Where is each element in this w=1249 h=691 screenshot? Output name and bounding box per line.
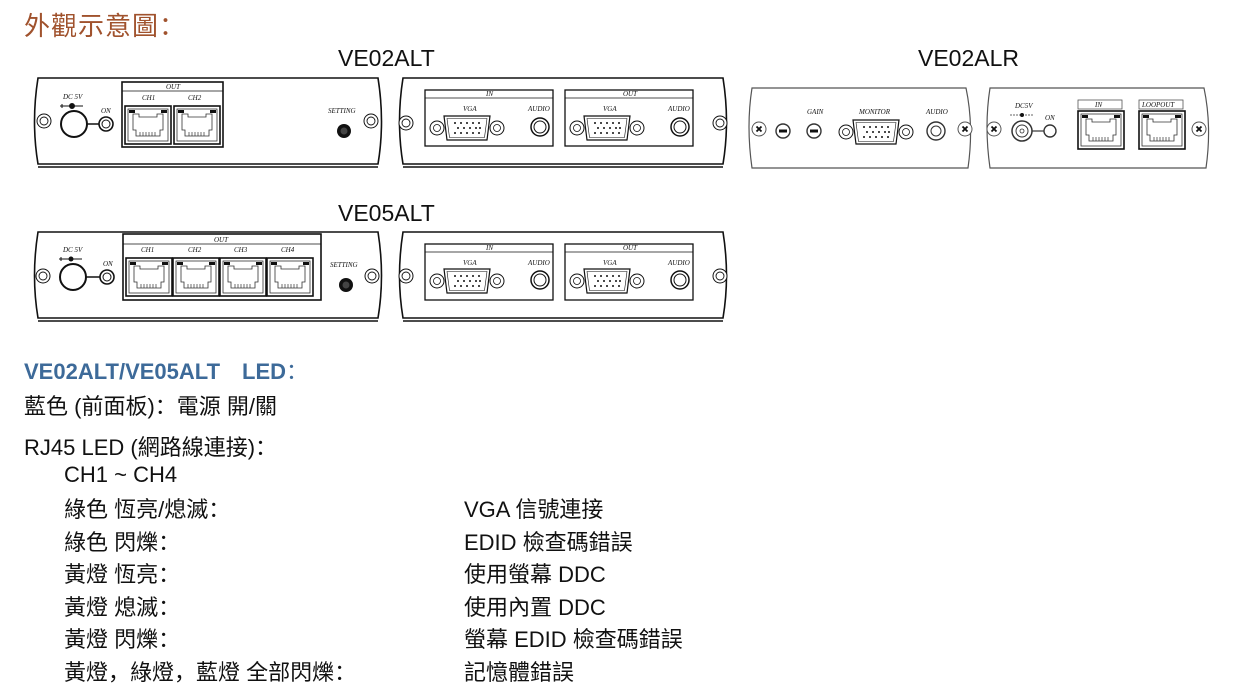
ve05alt-front-panel: DC 5V ON OUT CH1 CH2 CH3 CH4 SETTING xyxy=(33,231,383,322)
on-label: ON xyxy=(103,260,113,268)
channel-range: CH1 ~ CH4 xyxy=(64,462,178,487)
model-label-ve05alt: VE05ALT xyxy=(338,200,435,226)
vga-label: VGA xyxy=(463,105,477,113)
ch1-label: CH1 xyxy=(142,94,155,102)
audio-label: AUDIO xyxy=(667,105,690,113)
led-state: 黃燈 熄滅： xyxy=(64,595,181,620)
out-label: OUT xyxy=(214,236,229,244)
led-state: 黃燈 恆亮： xyxy=(64,562,181,587)
led-section-heading: VE02ALT/VE05ALT LED： xyxy=(24,354,308,386)
rj45-port-icon xyxy=(219,257,267,297)
rj45-port-icon xyxy=(125,257,173,297)
audio-label: AUDIO xyxy=(667,259,690,267)
ch3-label: CH3 xyxy=(234,246,248,254)
dc-label: DC 5V xyxy=(62,246,83,254)
screw-icon xyxy=(1191,121,1207,137)
audio-label: AUDIO xyxy=(925,108,948,116)
ch2-label: CH2 xyxy=(188,94,202,102)
led-state: 黃燈 閃爍： xyxy=(64,627,181,652)
screw-icon xyxy=(986,121,1002,137)
rj45-port-icon xyxy=(1077,110,1125,150)
ve02alr-front-panel: GAIN MONITOR AUDIO xyxy=(748,87,973,169)
ve02alr-rear-panel: DC5V ON IN LOOPOUT xyxy=(986,87,1210,169)
audio-jack-icon xyxy=(926,121,946,141)
on-label: ON xyxy=(1045,114,1055,122)
screw-icon xyxy=(398,115,414,131)
gain-label: GAIN xyxy=(807,108,824,116)
led-meaning: EDID 檢查碼錯誤 xyxy=(464,530,633,555)
setting-label: SETTING xyxy=(330,261,358,269)
ve05alt-rear-panel: IN VGA AUDIO OUT VGA AUDIO xyxy=(398,231,728,322)
dc-label: DC 5V xyxy=(62,93,83,101)
dc-jack-icon xyxy=(60,110,88,138)
in-label: IN xyxy=(1094,101,1102,109)
ve02alt-front-panel: DC 5V ON OUT CH1 CH2 SETTING xyxy=(33,77,383,168)
rj45-led-heading: RJ45 LED (網路線連接)： xyxy=(24,435,278,460)
led-heading-text: VE02ALT/VE05ALT LED xyxy=(24,359,287,384)
ch2-label: CH2 xyxy=(188,246,202,254)
rj45-port-icon xyxy=(173,105,221,145)
power-led-icon xyxy=(1043,124,1057,138)
led-state: 黃燈，綠燈，藍燈 全部閃爍： xyxy=(64,660,357,685)
screw-icon xyxy=(398,268,414,284)
power-led-icon xyxy=(99,269,115,285)
rj45-port-icon xyxy=(124,105,172,145)
model-label-ve02alt: VE02ALT xyxy=(338,45,435,71)
rj45-port-icon xyxy=(172,257,220,297)
dc-jack-icon xyxy=(1011,120,1033,142)
screw-icon xyxy=(712,115,728,131)
audio-label: AUDIO xyxy=(527,259,550,267)
rj45-port-icon xyxy=(266,257,314,297)
led-meaning: 使用內置 DDC xyxy=(464,595,606,620)
power-led-icon xyxy=(98,116,114,132)
in-label: IN xyxy=(485,244,493,252)
monitor-label: MONITOR xyxy=(858,108,891,116)
model-label-ve02alr: VE02ALR xyxy=(918,45,1020,71)
vga-label: VGA xyxy=(603,105,617,113)
led-state: 綠色 閃爍： xyxy=(64,530,181,555)
page-title: 外觀示意圖： xyxy=(24,11,187,41)
rj45-port-icon xyxy=(1138,110,1186,150)
out-label: OUT xyxy=(623,244,638,252)
screw-icon xyxy=(363,113,379,129)
out-label: OUT xyxy=(623,90,638,98)
screw-icon xyxy=(957,121,973,137)
screw-icon xyxy=(36,113,52,129)
led-meaning: 螢幕 EDID 檢查碼錯誤 xyxy=(464,627,683,652)
screw-icon xyxy=(35,268,51,284)
led-meaning: VGA 信號連接 xyxy=(464,497,604,522)
in-label: IN xyxy=(485,90,493,98)
led-meaning: 使用螢幕 DDC xyxy=(464,562,606,587)
out-label: OUT xyxy=(166,83,181,91)
led-meaning: 記憶體錯誤 xyxy=(464,660,575,685)
screw-icon xyxy=(712,268,728,284)
ch4-label: CH4 xyxy=(281,246,295,254)
dc-jack-icon xyxy=(59,263,87,291)
led-state: 綠色 恆亮/熄滅： xyxy=(64,497,231,522)
setting-label: SETTING xyxy=(328,107,356,115)
vga-label: VGA xyxy=(603,259,617,267)
ch1-label: CH1 xyxy=(141,246,154,254)
ve02alt-rear-panel: IN VGA AUDIO OUT VGA AUDIO xyxy=(398,77,728,168)
led-heading-colon: ： xyxy=(286,359,309,384)
screw-icon xyxy=(751,121,767,137)
dc-label: DC5V xyxy=(1014,102,1033,110)
blue-led-line: 藍色 (前面板)：電源 開/關 xyxy=(24,394,277,419)
vga-label: VGA xyxy=(463,259,477,267)
screw-icon xyxy=(364,268,380,284)
loopout-label: LOOPOUT xyxy=(1141,101,1175,109)
audio-label: AUDIO xyxy=(527,105,550,113)
on-label: ON xyxy=(101,107,111,115)
